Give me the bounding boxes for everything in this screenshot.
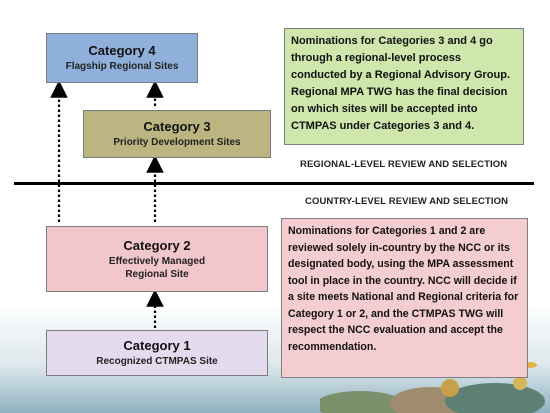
category-4-title: Category 4 <box>88 43 156 58</box>
regional-process-note: Nominations for Categories 3 and 4 go th… <box>284 28 524 145</box>
category-3-subtitle: Priority Development Sites <box>113 137 241 148</box>
category-2-subtitle-line1: Effectively Managed <box>108 255 206 267</box>
category-2-box: Category 2 Effectively Managed Regional … <box>46 226 268 292</box>
country-process-note: Nominations for Categories 1 and 2 are r… <box>281 218 528 378</box>
category-3-box: Category 3 Priority Development Sites <box>83 110 271 158</box>
category-3-title: Category 3 <box>143 119 211 134</box>
category-4-box: Category 4 Flagship Regional Sites <box>46 33 198 83</box>
category-2-title: Category 2 <box>123 237 191 253</box>
level-divider-line <box>14 182 534 185</box>
category-1-box: Category 1 Recognized CTMPAS Site <box>46 330 268 376</box>
regional-level-label: REGIONAL-LEVEL REVIEW AND SELECTION <box>300 159 508 170</box>
country-level-label: COUNTRY-LEVEL REVIEW AND SELECTION <box>305 196 509 207</box>
category-2-subtitle-line2: Regional Site <box>125 268 189 280</box>
category-4-subtitle: Flagship Regional Sites <box>65 61 179 72</box>
category-1-title: Category 1 <box>123 338 191 353</box>
category-1-subtitle: Recognized CTMPAS Site <box>96 356 218 367</box>
